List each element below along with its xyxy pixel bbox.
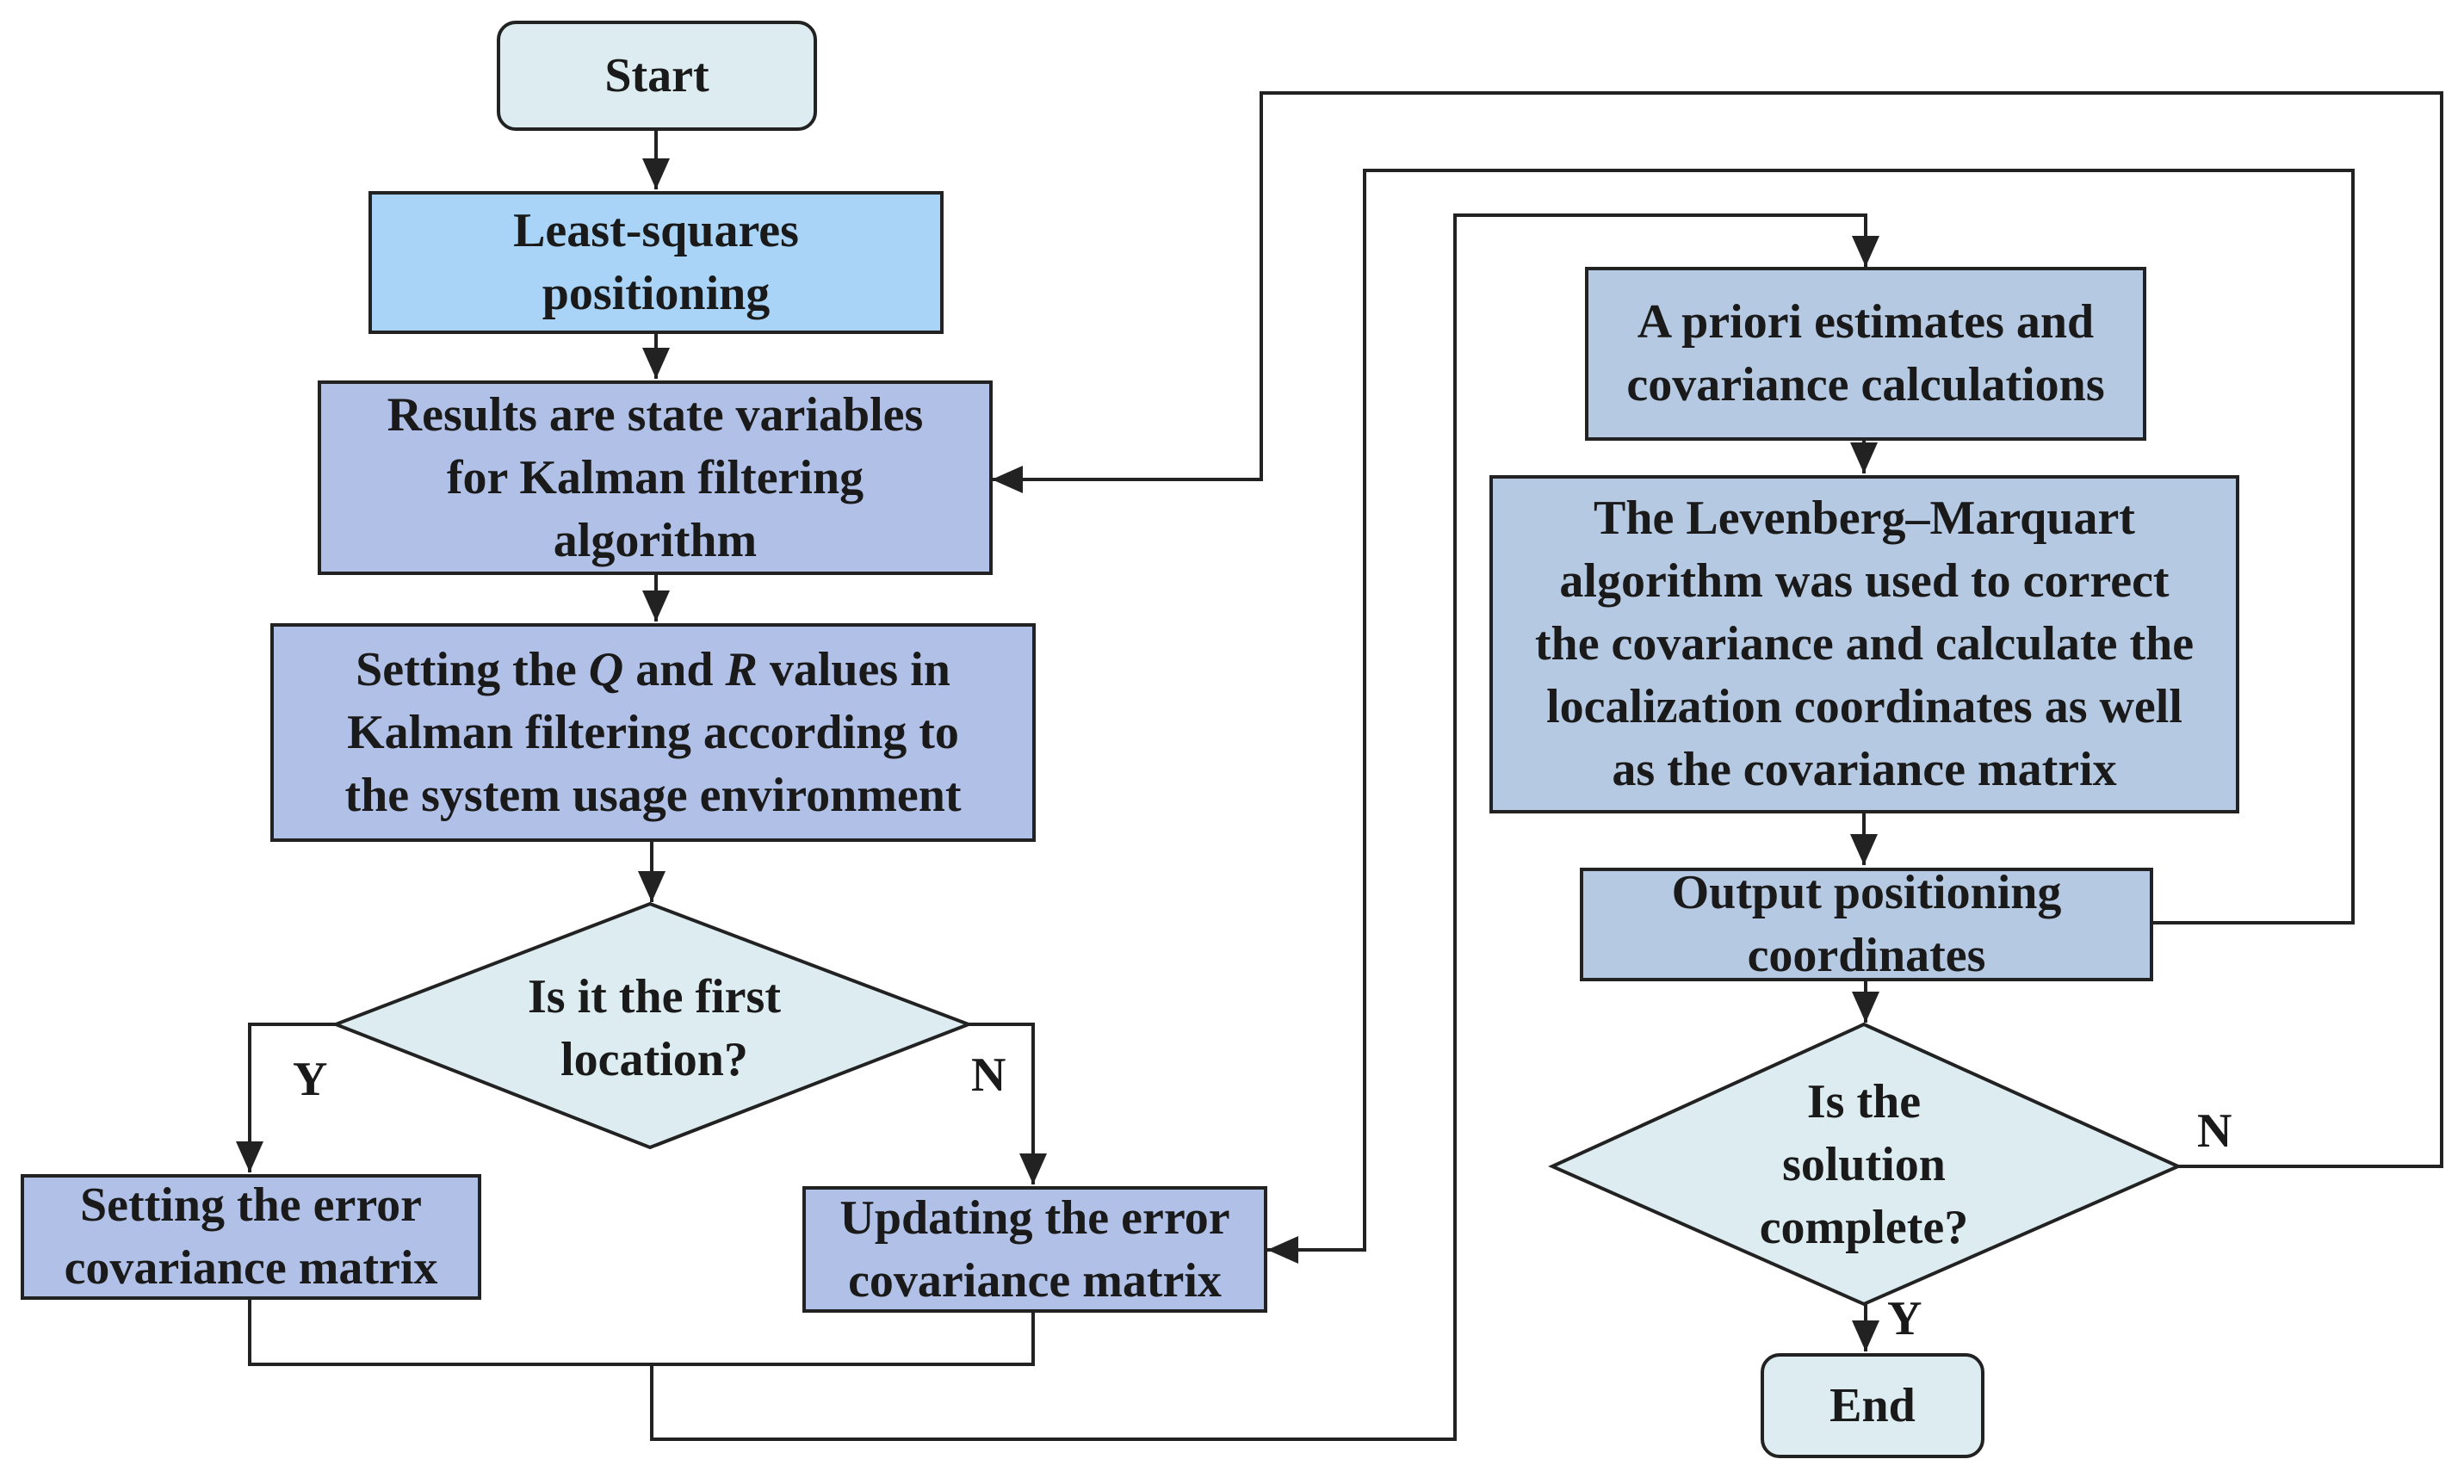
- start-terminal: Start: [497, 21, 817, 131]
- edge-merge-to-priori: [650, 213, 1879, 1441]
- solution-complete-label: Is the solution complete?: [1759, 1074, 1969, 1254]
- levenberg-marquart-box: The Levenberg–Marquart algorithm was use…: [1489, 475, 2239, 813]
- edge-first-location-yes: [236, 1023, 336, 1172]
- least-squares-line-2: positioning: [542, 267, 771, 320]
- edge-output-loop-to-update: [1267, 169, 2355, 1264]
- start-label: Start: [604, 48, 709, 102]
- set-q-r-box: Setting the Q and R values in Kalman fil…: [270, 623, 1036, 842]
- state-variables-box: Results are state variables for Kalman f…: [318, 380, 993, 575]
- least-squares-box: Least-squares positioning: [368, 191, 944, 334]
- edge-complete-no-loop-to-state-vars: [992, 91, 2443, 1168]
- first-location-no-label: N: [971, 1048, 1006, 1102]
- update-error-covariance-box: Updating the error covariance matrix: [802, 1186, 1267, 1313]
- output-coordinates-box: Output positioning coordinates: [1580, 866, 2153, 982]
- state-variables-line-3: algorithm: [553, 513, 758, 567]
- edge-first-location-no: [969, 1023, 1047, 1184]
- set-error-covariance-box: Setting the error covariance matrix: [21, 1174, 481, 1300]
- first-location-label: Is it the first location?: [528, 970, 781, 1086]
- end-terminal: End: [1761, 1353, 1984, 1458]
- priori-estimates-box: A priori estimates and covariance calcul…: [1585, 267, 2146, 441]
- set-q-r-line-3: the system usage environment: [344, 768, 962, 822]
- edge-set-error-merge: [248, 1300, 1035, 1366]
- set-q-r-line-1: Setting the Q and R values in: [356, 642, 950, 696]
- solution-complete-yes-label: Y: [1887, 1292, 1922, 1345]
- end-label: End: [1829, 1378, 1916, 1432]
- set-q-r-line-2: Kalman filtering according to: [347, 705, 959, 759]
- solution-complete-no-label: N: [2197, 1104, 2232, 1158]
- least-squares-line-1: Least-squares: [513, 204, 799, 257]
- first-location-yes-label: Y: [293, 1053, 328, 1106]
- state-variables-line-1: Results are state variables: [387, 387, 924, 442]
- state-variables-line-2: for Kalman filtering: [446, 450, 864, 504]
- decision-first-location: [331, 901, 974, 1150]
